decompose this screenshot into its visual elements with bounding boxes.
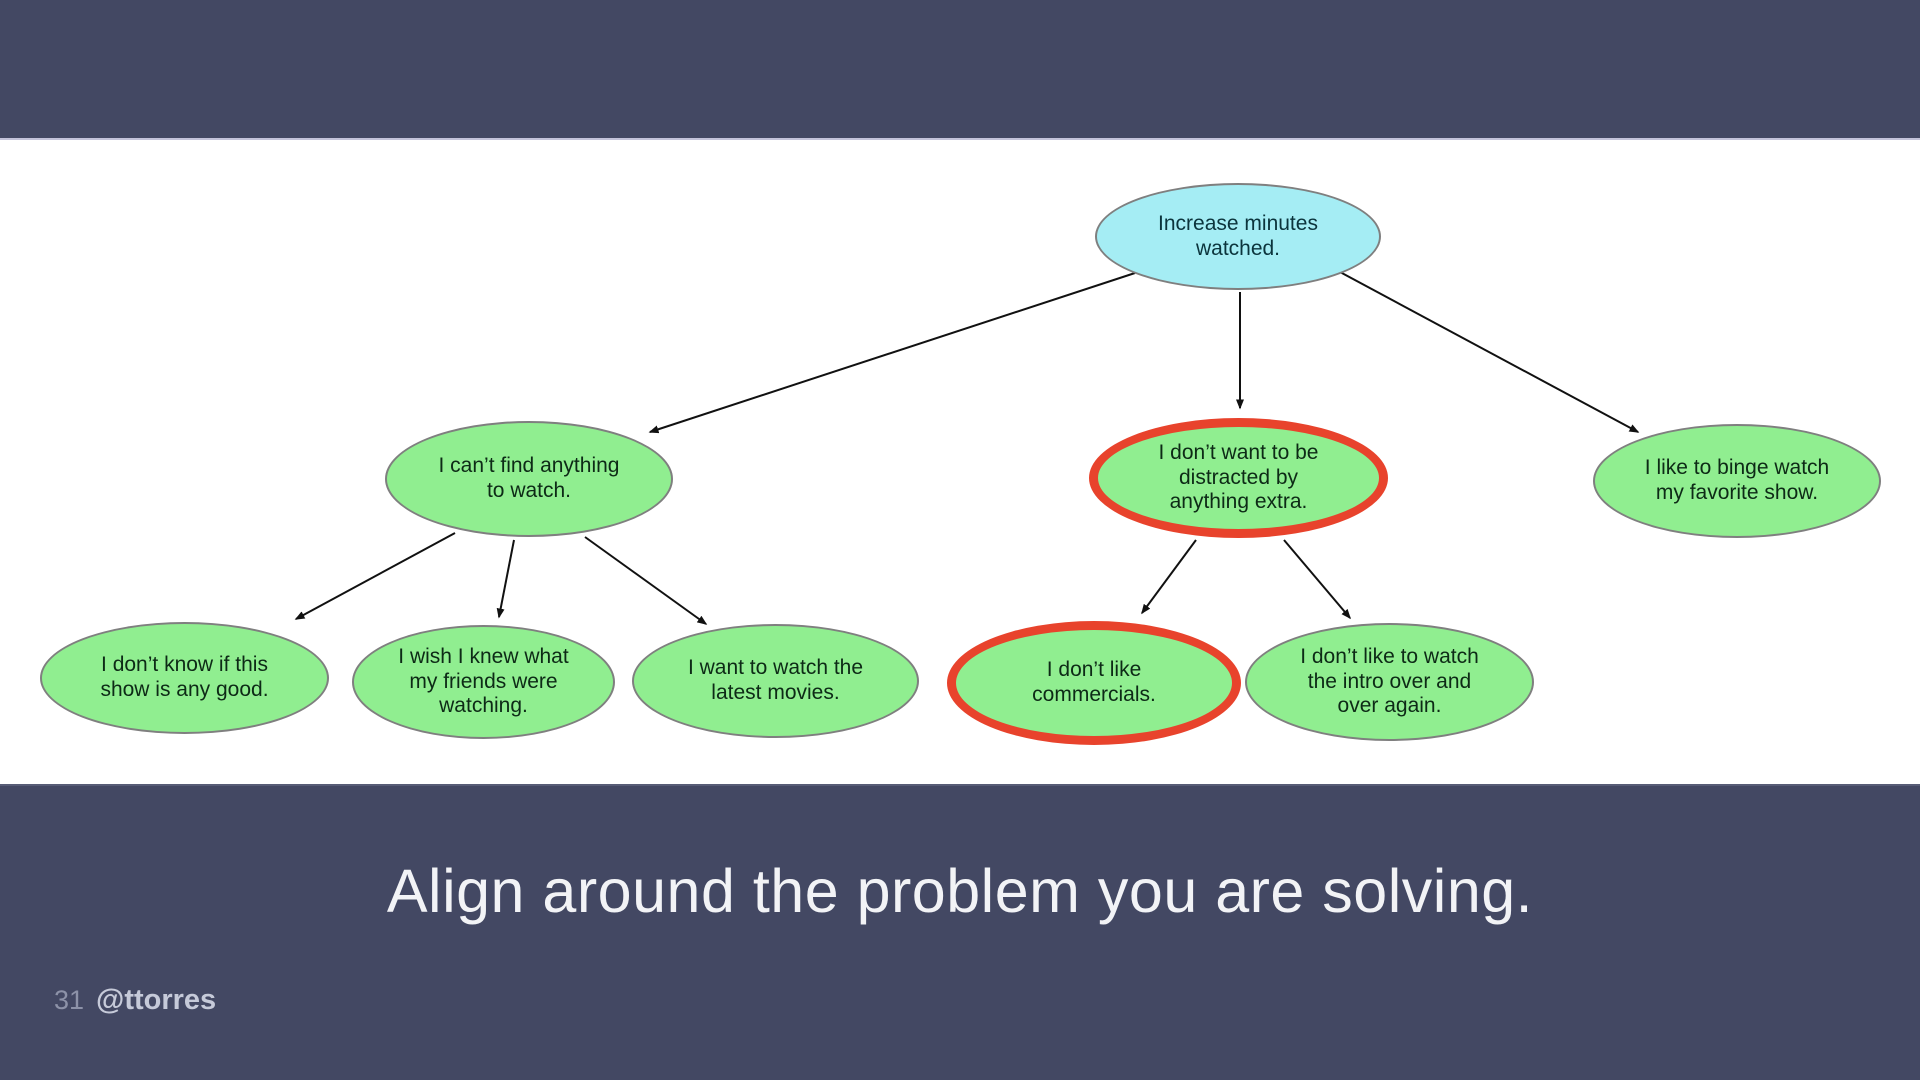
node-binge-watch[interactable]: I like to binge watch my favorite show.	[1593, 424, 1881, 538]
node-friends-watching-label: I wish I knew what my friends were watch…	[398, 644, 569, 718]
edge-find-good	[294, 532, 456, 620]
top-band	[0, 0, 1920, 140]
node-outcome-label: Increase minutes watched.	[1158, 211, 1318, 260]
node-outcome[interactable]: Increase minutes watched.	[1095, 183, 1381, 290]
headline: Align around the problem you are solving…	[386, 857, 1534, 925]
node-cant-find-anything-label: I can’t find anything to watch.	[438, 454, 620, 502]
node-show-any-good-label: I don’t know if this show is any good.	[100, 653, 269, 701]
node-dont-like-commercials[interactable]: I don’t like commercials.	[947, 621, 1241, 745]
node-cant-find-anything[interactable]: I can’t find anything to watch.	[385, 421, 673, 537]
edge-outcome-find	[648, 272, 1136, 434]
node-latest-movies-label: I want to watch the latest movies.	[687, 656, 864, 704]
node-dont-want-distracted-label: I don’t want to be distracted by anythin…	[1158, 440, 1319, 514]
node-intro-over-again[interactable]: I don’t like to watch the intro over and…	[1245, 623, 1534, 741]
edge-distracted-intro	[1283, 539, 1351, 620]
bottom-band	[0, 784, 1920, 1080]
node-latest-movies[interactable]: I want to watch the latest movies.	[632, 624, 919, 738]
edge-outcome-binge	[1339, 271, 1640, 433]
page-number: 31	[54, 985, 85, 1015]
node-binge-watch-label: I like to binge watch my favorite show.	[1644, 456, 1830, 504]
footer: 31 @ttorres	[54, 984, 216, 1017]
node-dont-want-distracted[interactable]: I don’t want to be distracted by anythin…	[1089, 418, 1388, 538]
node-intro-over-again-label: I don’t like to watch the intro over and…	[1300, 644, 1479, 718]
edge-find-friends	[496, 539, 515, 619]
edge-find-movies	[584, 536, 708, 625]
node-dont-like-commercials-label: I don’t like commercials.	[1032, 658, 1156, 706]
node-show-any-good[interactable]: I don’t know if this show is any good.	[40, 622, 329, 734]
node-friends-watching[interactable]: I wish I knew what my friends were watch…	[352, 625, 615, 739]
author-handle[interactable]: @ttorres	[96, 984, 217, 1016]
edge-distracted-commercials	[1141, 539, 1197, 615]
